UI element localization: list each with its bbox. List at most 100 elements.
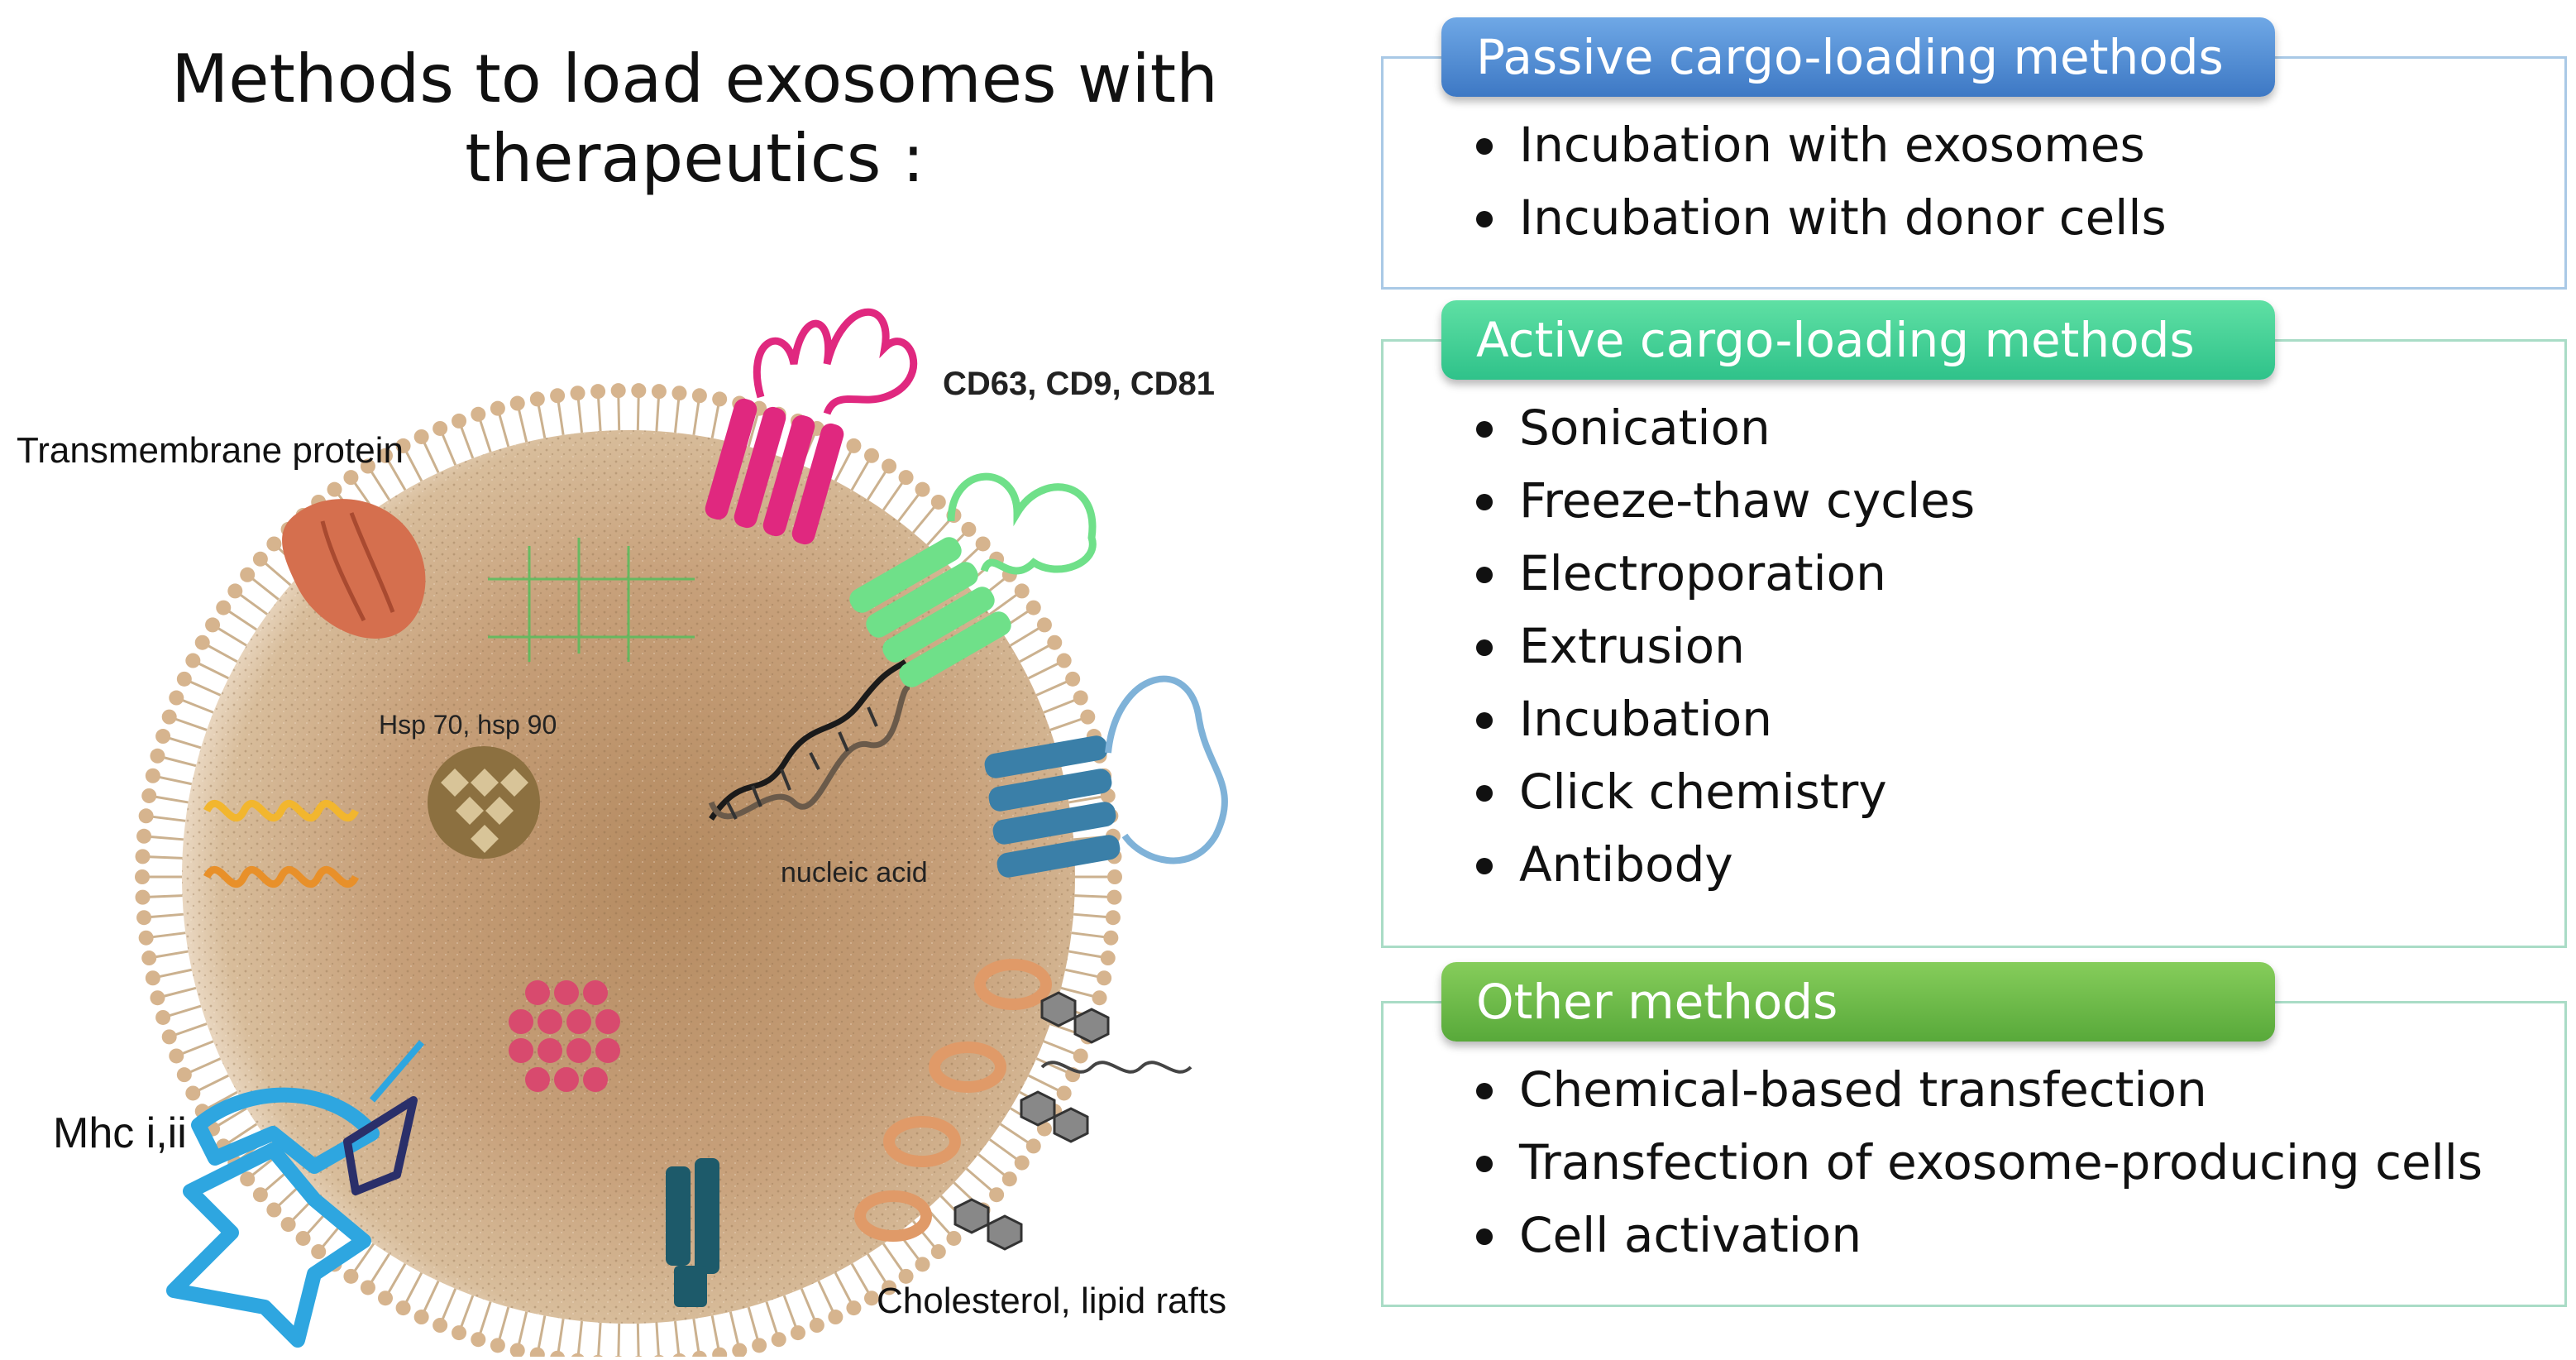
list-item-text: Incubation [1519,691,1772,747]
lipid-head [1036,617,1052,633]
lipid-tail [1019,644,1049,663]
lipid-tail [1010,627,1039,647]
lipid-head [176,671,192,687]
lipid-head [471,406,486,422]
lipid-tail [460,1295,475,1328]
lipid-tail [239,593,269,615]
lipid-tail [999,1123,1029,1144]
passive-methods-header: Passive cargo-loading methods [1441,17,2275,97]
list-item: Cell activation [1476,1199,2483,1271]
list-item-text: Electroporation [1519,545,1886,601]
lipid-head [898,1268,914,1284]
lipid-tail [710,1315,720,1349]
lipid-head [136,910,152,926]
lipid-tail [834,1271,853,1303]
lipid-head [161,1029,177,1045]
lipid-tail [729,1311,739,1345]
mhc-label: Mhc i,ii [53,1109,187,1157]
list-item-text: Chemical-based transfection [1519,1061,2207,1118]
lipid-head [1025,600,1041,615]
title-line-2: therapeutics : [465,120,925,197]
lipid-tail [1049,717,1082,731]
lipid-tail [353,1243,375,1272]
lipid-head [989,1187,1005,1203]
lipid-tail [965,1167,993,1192]
lipid-tail [850,1262,870,1294]
lipid-head [169,690,184,706]
lipid-tail [897,494,920,522]
lipid-tail [1035,680,1068,697]
bullet-icon [1476,785,1493,802]
lipid-tail-icon [1040,1061,1192,1074]
lipid-head [610,383,626,399]
lipid-head [395,1300,411,1316]
lipid-tail [150,835,184,841]
lipid-head [216,600,232,615]
lipid-tail [912,506,935,534]
lipid-tail [460,426,475,459]
lipid-head [846,438,862,453]
list-item-text: Incubation with exosomes [1519,117,2145,173]
lipid-tail [1028,662,1059,680]
lipid-tail [441,1288,457,1320]
list-item-text: Sonication [1519,400,1771,456]
hsp-label: Hsp 70, hsp 90 [379,710,557,740]
list-item-text: Extrusion [1519,618,1745,674]
lipid-head [176,1067,192,1083]
list-item-text: Transfection of exosome-producing cells [1519,1134,2483,1190]
mhc-protein-icon [166,1040,425,1348]
lipid-tail [673,400,681,433]
list-item: Electroporation [1476,537,1975,610]
lipid-head [712,1347,728,1360]
protein-lattice-icon [488,538,695,662]
lipid-head [135,849,151,864]
list-item-text: Click chemistry [1519,764,1887,820]
lipid-head [194,635,210,650]
lipid-tail [498,1306,510,1340]
lipid-tail [155,795,189,804]
list-item-text: Antibody [1519,836,1733,893]
lipid-head [240,1171,256,1187]
lipid-head [915,481,930,497]
lipid-head [295,1230,311,1246]
lipid-tail [423,1280,440,1312]
list-item: Transfection of exosome-producing cells [1476,1126,2483,1199]
lipid-tail [189,1057,222,1074]
lipid-head [1080,709,1096,725]
lipid-tail [404,1271,423,1303]
page-title: Methods to load exosomes with therapeuti… [141,40,1249,199]
lipid-tail [1068,950,1102,959]
lipid-tail [174,1022,208,1037]
lipid-head [1103,930,1119,946]
lipid-tail [882,481,904,511]
bullet-icon [1476,138,1493,155]
lipid-tail [655,398,660,432]
lipid-tail [692,402,700,436]
lipid-head [946,1230,962,1246]
cholesterol-molecules-icon [953,991,1110,1251]
lipid-head [691,388,707,404]
lipid-head [509,395,525,411]
bullet-icon [1476,494,1493,510]
lipid-head [378,1291,393,1306]
lipid-tail [834,451,853,482]
lipid-head [898,470,914,486]
lipid-head [828,1310,844,1325]
lipid-head [915,1257,930,1272]
lipid-tail [1043,1040,1075,1055]
lipid-tail [404,451,423,482]
lipid-head [846,1300,862,1316]
lipid-head [529,391,545,407]
exosome-illustration [135,308,1228,1360]
other-methods-header: Other methods [1441,962,2275,1042]
lipid-tail [747,414,759,448]
lipid-tail [228,610,258,631]
lipid-tail [479,419,492,453]
lipid-head [413,429,429,444]
cd9-protein-icon [849,472,1097,687]
lipid-head [433,1318,448,1334]
lipid-tail [208,1090,238,1109]
lipid-head [135,889,151,905]
lipid-head [930,1244,946,1260]
lipid-head [882,1280,897,1295]
